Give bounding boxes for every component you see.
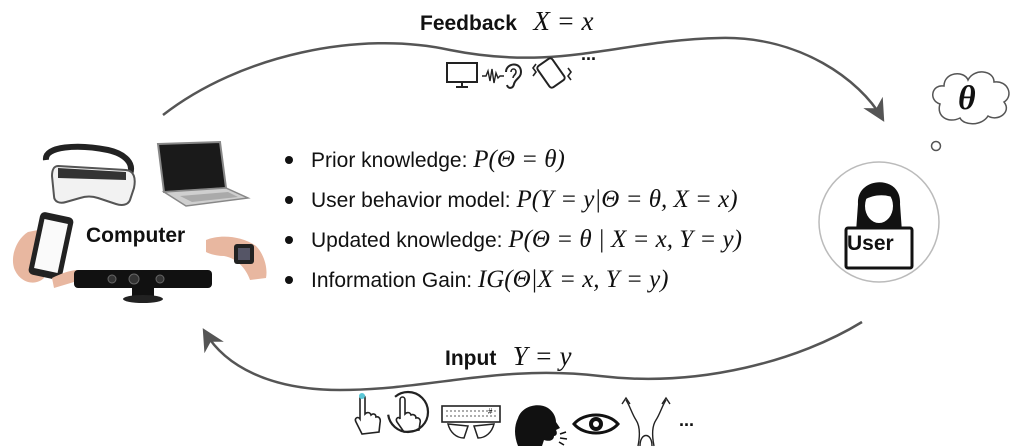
bullet-formula: P(Y = y|Θ = θ, X = x) bbox=[516, 186, 738, 213]
bullet-text: User behavior model: bbox=[311, 189, 517, 212]
bullet-updated-knowledge: Updated knowledge: P(Θ = θ | X = x, Y = … bbox=[281, 220, 742, 260]
eye-icon bbox=[572, 413, 620, 435]
input-formula: Y = y bbox=[512, 341, 572, 371]
bullet-formula: IG(Θ|X = x, Y = y) bbox=[477, 266, 669, 293]
computer-label: Computer bbox=[86, 224, 186, 247]
input-arrow bbox=[202, 320, 863, 392]
feedback-arrow bbox=[162, 36, 885, 122]
keyboard-hands-icon: # bbox=[441, 405, 501, 439]
monitor-icon bbox=[446, 62, 478, 88]
feedback-more: ... bbox=[581, 44, 597, 64]
feedback-formula: X = x bbox=[533, 6, 594, 36]
bullet-user-behavior-model: User behavior model: P(Y = y|Θ = θ, X = … bbox=[281, 180, 742, 220]
thought-cloud-icon bbox=[930, 71, 1010, 152]
bullet-formula: P(Θ = θ) bbox=[473, 146, 565, 173]
input-label-group: Input Y = y bbox=[445, 341, 572, 371]
bullet-information-gain: Information Gain: IG(Θ|X = x, Y = y) bbox=[281, 260, 742, 300]
raised-hands-icon bbox=[621, 396, 671, 447]
smartphone-hand-icon bbox=[12, 212, 82, 288]
feedback-label: Feedback bbox=[420, 12, 517, 35]
bullet-text: Prior knowledge: bbox=[311, 149, 474, 172]
input-more: ... bbox=[679, 410, 695, 430]
ear-icon bbox=[505, 63, 523, 89]
laptop-icon bbox=[156, 140, 251, 207]
thought-theta: θ bbox=[958, 80, 976, 117]
kinect-sensor-icon bbox=[74, 270, 212, 303]
input-label: Input bbox=[445, 347, 497, 370]
knowledge-bullet-list: Prior knowledge: P(Θ = θ) User behavior … bbox=[281, 140, 742, 300]
bullet-text: Updated knowledge: bbox=[311, 229, 509, 252]
feedback-label-group: Feedback X = x bbox=[420, 6, 594, 36]
vibrating-phone-icon bbox=[532, 57, 572, 89]
svg-text:#: # bbox=[488, 407, 493, 416]
smartwatch-icon bbox=[206, 236, 267, 280]
user-avatar-icon bbox=[818, 161, 940, 283]
pointing-finger-icon bbox=[354, 393, 382, 435]
touch-press-icon bbox=[386, 390, 430, 434]
sound-wave-icon bbox=[482, 68, 504, 84]
bullet-formula: P(Θ = θ | X = x, Y = y) bbox=[508, 226, 742, 253]
user-label: User bbox=[847, 232, 894, 255]
bullet-text: Information Gain: bbox=[311, 269, 478, 292]
vr-headset-icon bbox=[43, 143, 136, 206]
speaking-head-icon bbox=[515, 405, 568, 446]
bullet-prior-knowledge: Prior knowledge: P(Θ = θ) bbox=[281, 140, 742, 180]
